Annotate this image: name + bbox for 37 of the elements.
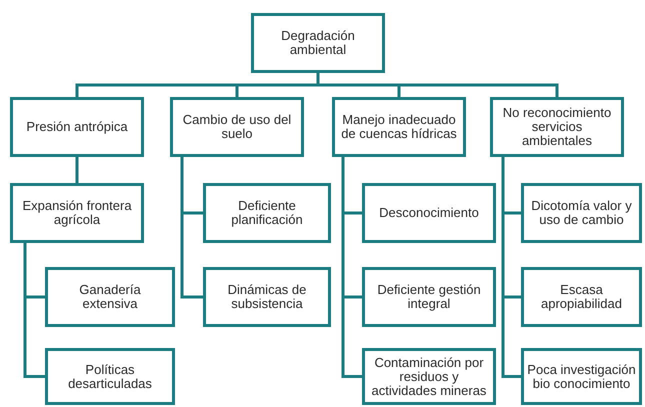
concept-text: Dicotomía valor y uso de cambio: [530, 199, 633, 227]
concept-text: Poca investigación bio conocimiento: [527, 362, 636, 390]
connector-line: [342, 157, 362, 378]
concept-box: [10, 97, 144, 157]
concept-box: [251, 13, 385, 73]
connector-line: [502, 157, 521, 378]
concept-box: [362, 183, 496, 243]
connector-line: [180, 157, 203, 298]
concept-text: Dinámicas de subsistencia: [226, 283, 308, 311]
concept-text: Deficiente gestión integral: [376, 283, 482, 311]
connector-line: [76, 157, 78, 183]
concept-text: Ganadería extensiva: [78, 283, 142, 311]
concept-box: [521, 267, 642, 327]
concept-box: [521, 348, 642, 405]
concept-text: Expansión frontera agrícola: [21, 199, 133, 227]
concept-text: Políticas desarticuladas: [67, 362, 153, 390]
concept-text: Degradación ambiental: [280, 29, 356, 57]
concept-text: Manejo inadecuado de cuencas hídricas: [340, 113, 458, 141]
concept-text: Desconocimiento: [379, 206, 479, 220]
concept-text: Escasa apropiabilidad: [540, 283, 623, 311]
concept-box: [521, 183, 642, 243]
concept-box: [332, 97, 466, 157]
concept-box: [203, 183, 331, 243]
concept-text: Contaminación por residuos y actividades mineras: [370, 356, 488, 398]
concept-box: [45, 267, 175, 327]
concept-box: [45, 348, 175, 405]
concept-text: No reconocimiento servicios ambientales: [502, 106, 612, 148]
concept-box: [170, 97, 304, 157]
concept-text: Cambio de uso del suelo: [182, 113, 292, 141]
concept-text: Presión antrópica: [26, 120, 128, 134]
concept-box: [362, 348, 496, 405]
concept-text: Deficiente planificación: [230, 199, 304, 227]
connector-line: [316, 73, 558, 97]
concept-box: [10, 183, 144, 243]
concept-box: [490, 97, 624, 157]
concept-box: [203, 267, 331, 327]
concept-box: [362, 267, 496, 327]
